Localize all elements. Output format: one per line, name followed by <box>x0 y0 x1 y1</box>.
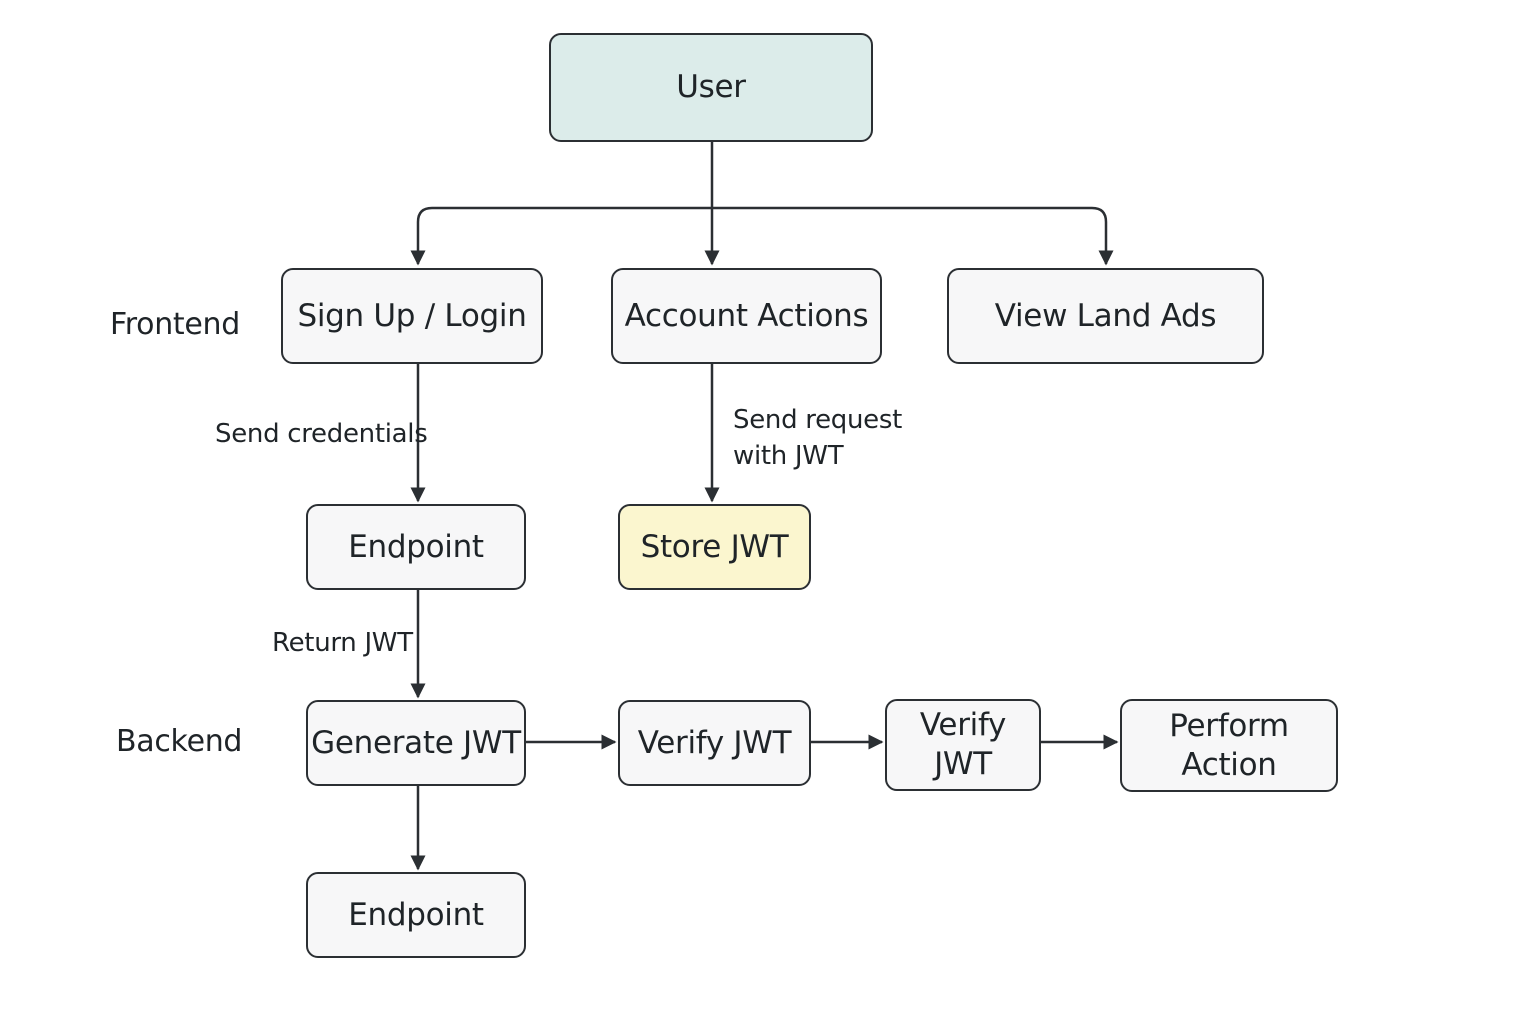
edge-user-to-view-land-ads <box>712 206 1114 266</box>
node-endpoint-bottom: Endpoint <box>306 872 526 958</box>
node-generate-jwt: Generate JWT <box>306 700 526 786</box>
node-store-jwt: Store JWT <box>618 504 811 590</box>
node-user: User <box>549 33 873 142</box>
node-verify-jwt-2: Verify JWT <box>885 699 1041 791</box>
node-endpoint-top: Endpoint <box>306 504 526 590</box>
edge-user-to-signup-login <box>410 206 712 266</box>
node-signup-login: Sign Up / Login <box>281 268 543 364</box>
lane-label-backend: Backend <box>116 724 243 759</box>
edge-label-return-jwt: Return JWT <box>272 628 413 658</box>
node-account-actions: Account Actions <box>611 268 882 364</box>
node-perform-action: Perform Action <box>1120 699 1338 792</box>
node-verify-jwt-1: Verify JWT <box>618 700 811 786</box>
edge-label-send-credentials: Send credentials <box>215 419 428 449</box>
edge-label-send-request: Send request with JWT <box>733 405 902 472</box>
node-view-land-ads: View Land Ads <box>947 268 1264 364</box>
lane-label-frontend: Frontend <box>110 307 240 342</box>
